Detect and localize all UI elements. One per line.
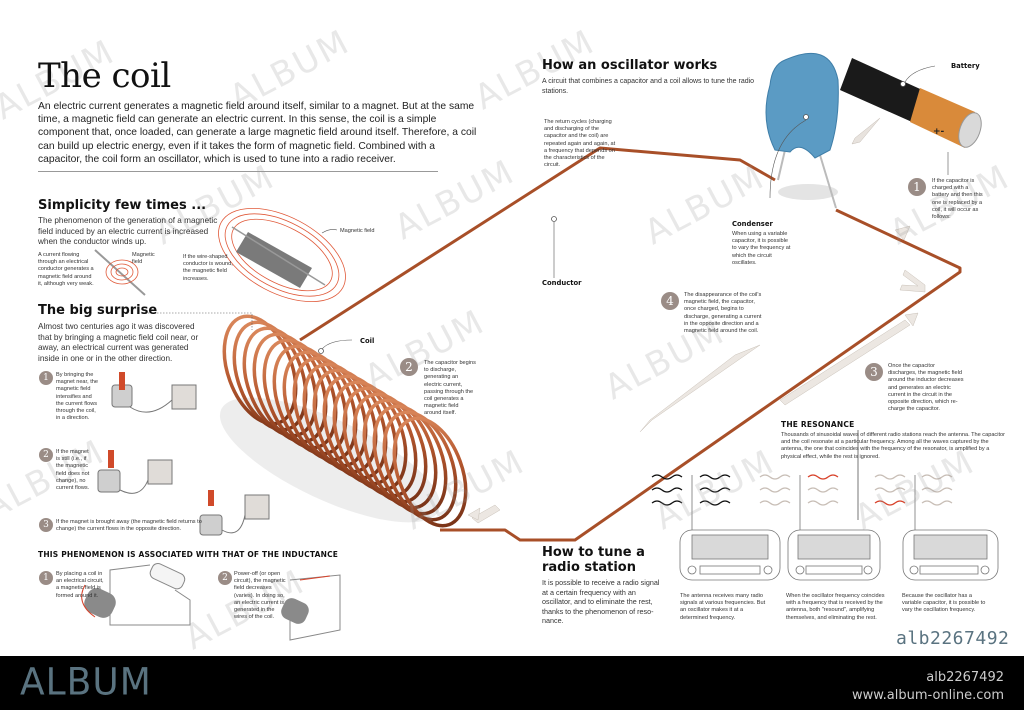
step-badge: 3 [39, 518, 53, 532]
circuit-wire [299, 146, 962, 542]
inductance-heading: THIS PHENOMENON IS ASSOCIATED WITH THAT … [38, 550, 339, 559]
surprise-body: Almost two centuries ago it was discover… [38, 322, 199, 363]
capacitor-illustration [765, 52, 839, 209]
resonance-caption-3: Because the oscillator has a variable ca… [902, 593, 986, 614]
battery-label: Battery [951, 62, 980, 70]
footer-url[interactable]: www.album-online.com [851, 688, 1004, 703]
footer-image-id: alb2267492 [926, 670, 1004, 685]
oscillator-subtitle: A circuit that combines a capacitor and … [542, 78, 755, 95]
surprise-step-1: By bringing the magnet near, the magneti… [56, 372, 98, 422]
diagram-graphics: +- [81, 52, 999, 641]
step-badge: 1 [39, 571, 53, 585]
intro-text: An electric current generates a magnetic… [38, 101, 477, 165]
tune-body: It is possible to receive a radio signal… [542, 578, 660, 626]
oscillator-step-2: The capacitor begins to discharge, gener… [424, 360, 476, 417]
tune-heading-line-2: radio station [542, 560, 636, 575]
cycles-note: The return cycles (charging and discharg… [544, 119, 616, 169]
dotted-pointer [145, 312, 253, 330]
radio-2 [787, 430, 881, 581]
step-badge: 1 [908, 178, 926, 196]
radio-3 [902, 475, 999, 581]
inductance-step-2: Power-off (or open circuit), the magneti… [234, 571, 286, 621]
image-id-overlay: alb2267492 [896, 628, 1010, 649]
coil-label: Coil [360, 337, 375, 345]
inductance-circuit-1 [81, 563, 191, 626]
resonance-caption-2: When the oscillator frequency coincides … [786, 593, 885, 621]
footer-logo[interactable]: ALBUM [20, 660, 152, 705]
battery-illustration: +- [840, 58, 982, 175]
straight-wire-caption: A current flowing through an electrical … [38, 252, 94, 287]
tune-heading: How to tune a radio station [542, 545, 645, 575]
experiment-2 [97, 450, 173, 494]
magnetic-field-wound-coil [218, 207, 346, 303]
svg-text:+-: +- [933, 127, 945, 137]
radio-waves [651, 474, 953, 506]
step-badge: 4 [661, 292, 679, 310]
step-badge: 2 [400, 358, 418, 376]
simplicity-heading: Simplicity few times ... [38, 198, 207, 213]
simplicity-body: The phenomenon of the generation of a ma… [38, 216, 218, 247]
magnetic-field-straight-wire [94, 249, 146, 296]
oscillator-step-1: If the capacitor is charged with a batte… [932, 178, 983, 221]
magnetic-field-label: Magnetic field [340, 228, 375, 234]
tune-heading-line-1: How to tune a [542, 545, 645, 560]
surprise-step-3: If the magnet is brought away (the magne… [56, 519, 202, 533]
divider [38, 171, 438, 172]
oscillator-step-3: Once the capacitor discharges, the magne… [888, 363, 964, 413]
oscillator-heading: How an oscillator works [542, 58, 718, 73]
resonance-heading: THE RESONANCE [781, 420, 855, 429]
page-title: The coil [38, 56, 171, 96]
inductance-step-1: By placing a coil in an electrical circu… [56, 571, 104, 599]
conductor-marker [551, 216, 557, 222]
coil-illustration [219, 314, 468, 528]
current-arrows [467, 225, 926, 524]
condenser-note: When using a variable capacitor, it is p… [732, 231, 791, 266]
resonance-caption-1: The antenna receives many radio signals … [680, 593, 766, 621]
step-badge: 2 [218, 571, 232, 585]
conductor-label: Conductor [542, 279, 582, 287]
oscillator-step-4: The disappearance of the coil's magnetic… [684, 292, 762, 335]
surprise-heading: The big surprise [38, 303, 158, 318]
experiment-1 [111, 372, 197, 413]
resonance-body: Thousands of sinusoidal waves of differe… [781, 432, 1005, 460]
surprise-step-2: If the magnet is still (i.e., if the mag… [56, 449, 90, 492]
experiment-3 [199, 490, 270, 536]
magnetic-field-small-label: Magnetic field [132, 252, 155, 266]
step-badge: 2 [39, 448, 53, 462]
inductance-circuit-2 [281, 574, 341, 641]
footer-bar [0, 656, 1024, 710]
step-badge: 1 [39, 371, 53, 385]
wound-coil-caption: If the wire-shaped conductor is wound, t… [183, 254, 233, 282]
condenser-label: Condenser [732, 220, 773, 228]
radio-1 [679, 475, 781, 581]
step-badge: 3 [865, 363, 883, 381]
